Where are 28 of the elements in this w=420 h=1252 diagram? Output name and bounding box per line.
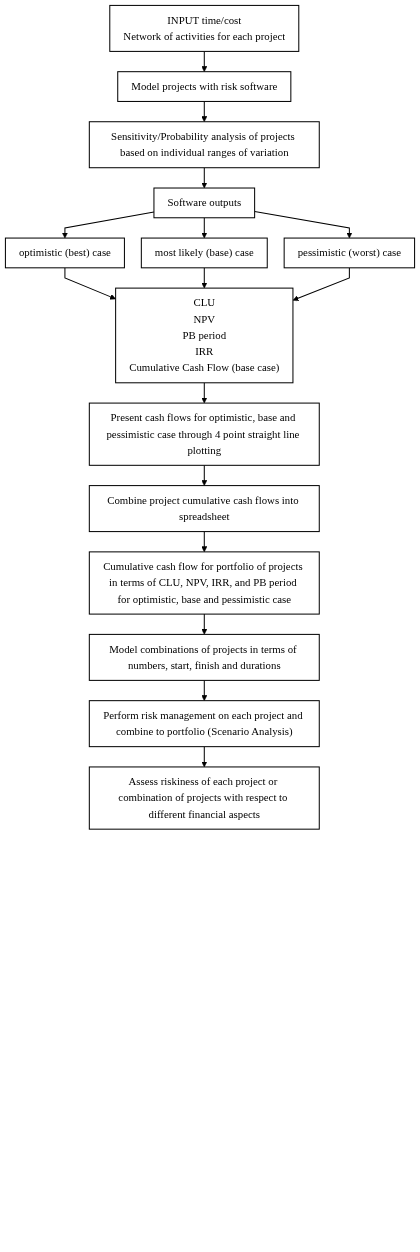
node-box: Assess riskiness of each project or combination of projects with respect to different financial aspects [88,766,320,830]
node-box: Cumulative cash flow for portfolio of projects in terms of CLU, NPV, IRR, and PB period for optimistic, base and pessimistic case [88,551,320,615]
arrow [201,100,208,122]
node-box: Present cash flows for optimistic, base and pessimistic case through 4 point straight line plotting [88,402,320,466]
arrow [201,531,208,553]
arrow [254,211,353,239]
node-box: Model combinations of projects in terms of numbers, start, finish and durations [88,633,320,681]
node-box: Software outputs [153,187,256,219]
node-box: Perform risk management on each project and combine to portfolio (Scenario Analysis) [88,700,320,748]
arrow [201,167,208,189]
arrow [201,50,208,72]
arrow [201,613,208,635]
arrow [201,464,208,486]
arrow [292,267,350,302]
arrow [201,217,208,239]
arrow [201,746,208,768]
node-box: most likely (base) case [140,237,268,269]
node-box: Combine project cumulative cash flows into spreadsheet [88,485,320,533]
node-box: optimistic (best) case [4,237,125,269]
arrow [201,679,208,701]
arrow [201,267,208,289]
node-box: Sensitivity/Probability analysis of projects based on individual ranges of variation [88,121,320,169]
arrow [201,382,208,404]
node-box: CLU NPV PB period IRR Cumulative Cash Flow (base case) [115,287,294,384]
node-box: pessimistic (worst) case [283,237,416,269]
arrow [64,267,116,300]
node-box: Model projects with risk software [117,71,292,102]
node-box: INPUT time/cost Network of activities for each project [109,4,300,52]
